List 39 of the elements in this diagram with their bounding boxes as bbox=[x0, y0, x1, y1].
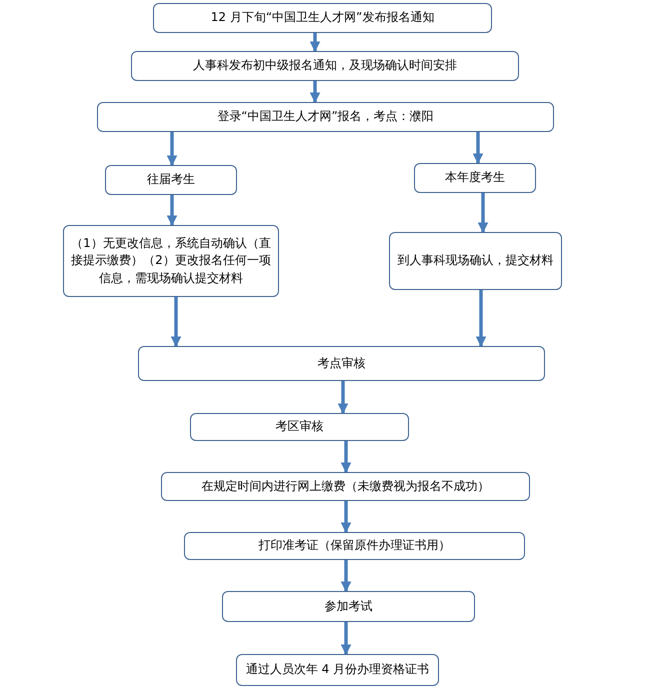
arrow bbox=[472, 132, 484, 164]
process-box bbox=[97, 102, 554, 132]
process-box bbox=[105, 165, 237, 195]
box-text: 12 月下旬“中国卫生人才网”发布报名通知 bbox=[210, 9, 434, 26]
process-box bbox=[389, 232, 562, 290]
box-text: 本年度考生 bbox=[445, 169, 505, 186]
box-text: 考区审核 bbox=[276, 418, 324, 436]
process-box bbox=[63, 225, 279, 297]
box-text: 参加考试 bbox=[324, 598, 372, 615]
box-text: 人事科发布初中级报名通知，及现场确认时间安排 bbox=[193, 57, 457, 74]
box-text: （1）无更改信息，系统自动确认（直接提示缴费）（2）更改报名任何一项信息，需现场确认提交材料 bbox=[70, 234, 272, 287]
arrow bbox=[310, 81, 320, 104]
arrow bbox=[340, 501, 352, 534]
arrow bbox=[340, 560, 352, 592]
process-box bbox=[161, 472, 530, 501]
box-text: 到人事科现场确认，提交材料 bbox=[398, 252, 554, 270]
arrow bbox=[166, 195, 178, 226]
arrow bbox=[340, 441, 352, 474]
box-text: 考点审核 bbox=[318, 354, 366, 372]
process-box bbox=[153, 3, 492, 33]
arrow bbox=[478, 193, 488, 234]
arrow bbox=[476, 290, 486, 348]
box-text: 往届考生 bbox=[147, 171, 195, 188]
process-box bbox=[414, 163, 536, 193]
process-box bbox=[131, 51, 519, 81]
process-box bbox=[236, 654, 439, 686]
process-box bbox=[190, 413, 409, 441]
arrow bbox=[170, 297, 182, 348]
arrow bbox=[340, 622, 352, 656]
process-box bbox=[222, 591, 475, 622]
box-text: 在规定时间内进行网上缴费（未缴费视为报名不成功） bbox=[202, 478, 490, 495]
process-box bbox=[138, 346, 545, 381]
box-text: 打印准考证（保留原件办理证书用） bbox=[258, 537, 450, 554]
arrow bbox=[310, 33, 320, 52]
process-box bbox=[184, 532, 525, 560]
box-text: 通过人员次年 4 月份办理资格证书 bbox=[246, 661, 430, 678]
arrow bbox=[338, 381, 348, 414]
arrow bbox=[166, 132, 178, 166]
box-text: 登录“中国卫生人才网”报名，考点：濮阳 bbox=[217, 108, 434, 126]
